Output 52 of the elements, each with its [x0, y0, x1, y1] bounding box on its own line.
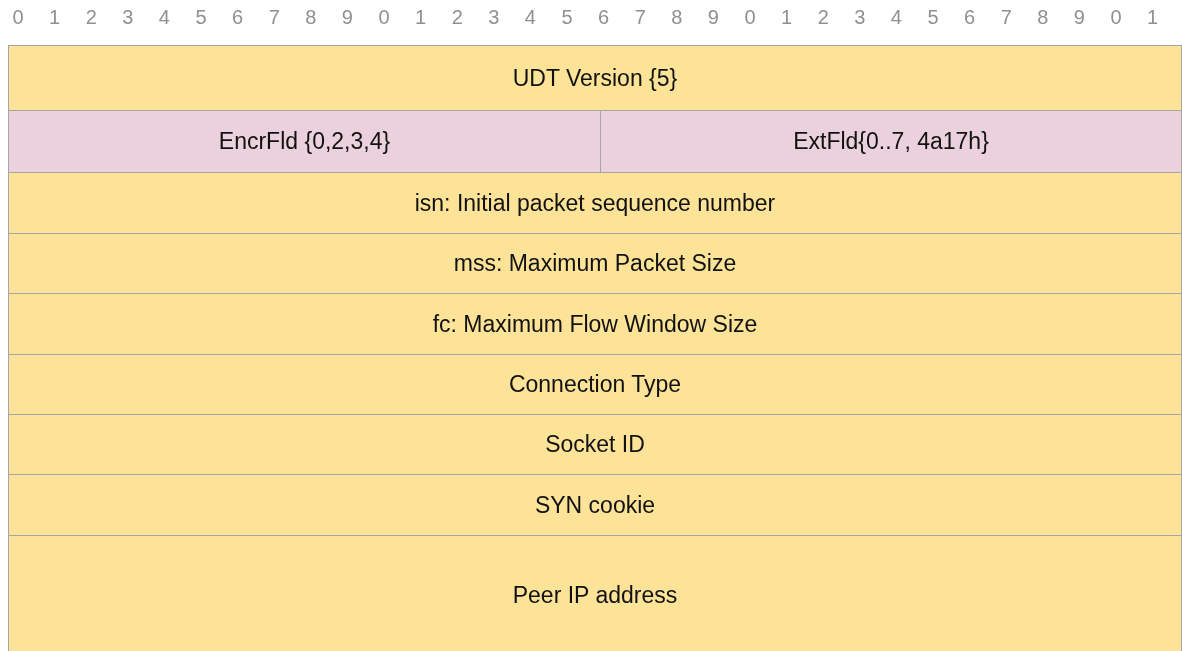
bit-number: 9 — [1072, 6, 1086, 29]
header-field — [8, 474, 1182, 536]
header-field — [8, 233, 1182, 294]
field-label: ExtFld{0..7, 4a17h} — [793, 128, 989, 155]
bit-number: 4 — [523, 6, 537, 29]
bit-number: 0 — [743, 6, 757, 29]
bit-number: 4 — [157, 6, 171, 29]
bit-number: 1 — [1146, 6, 1160, 29]
bit-number: 8 — [304, 6, 318, 29]
bit-number: 2 — [84, 6, 98, 29]
bit-number: 3 — [853, 6, 867, 29]
bit-number: 5 — [926, 6, 940, 29]
bit-number: 0 — [11, 6, 25, 29]
bit-number: 0 — [377, 6, 391, 29]
field-label: EncrFld {0,2,3,4} — [218, 128, 391, 155]
bit-number: 3 — [121, 6, 135, 29]
header-field — [600, 110, 1182, 173]
bit-number: 6 — [597, 6, 611, 29]
bit-number: 1 — [780, 6, 794, 29]
header-field — [8, 172, 1182, 234]
field-label: mss: Maximum Packet Size — [453, 250, 737, 277]
bit-number: 1 — [414, 6, 428, 29]
header-field — [8, 293, 1182, 355]
bit-number: 3 — [487, 6, 501, 29]
bit-number: 9 — [340, 6, 354, 29]
header-field — [8, 414, 1182, 475]
bit-number: 8 — [670, 6, 684, 29]
header-field — [8, 354, 1182, 415]
field-label: Connection Type — [508, 371, 682, 398]
bit-number: 6 — [231, 6, 245, 29]
field-label: Peer IP address — [512, 581, 678, 609]
header-field — [8, 45, 1182, 111]
field-label: UDT Version {5} — [512, 64, 678, 92]
header-field — [8, 535, 1182, 651]
bit-number: 7 — [633, 6, 647, 29]
bit-number: 5 — [194, 6, 208, 29]
field-label: fc: Maximum Flow Window Size — [432, 310, 758, 338]
bit-number: 7 — [267, 6, 281, 29]
field-label: SYN cookie — [534, 491, 656, 519]
bit-number: 7 — [999, 6, 1013, 29]
bit-number: 2 — [450, 6, 464, 29]
bit-number: 5 — [560, 6, 574, 29]
bit-number: 2 — [816, 6, 830, 29]
bit-number: 6 — [963, 6, 977, 29]
bit-number: 9 — [706, 6, 720, 29]
header-field — [8, 110, 601, 173]
bit-number: 8 — [1036, 6, 1050, 29]
field-label: Socket ID — [545, 431, 645, 458]
bit-number: 1 — [48, 6, 62, 29]
field-label: isn: Initial packet sequence number — [414, 189, 776, 217]
bit-number: 0 — [1109, 6, 1123, 29]
bit-number: 4 — [889, 6, 903, 29]
